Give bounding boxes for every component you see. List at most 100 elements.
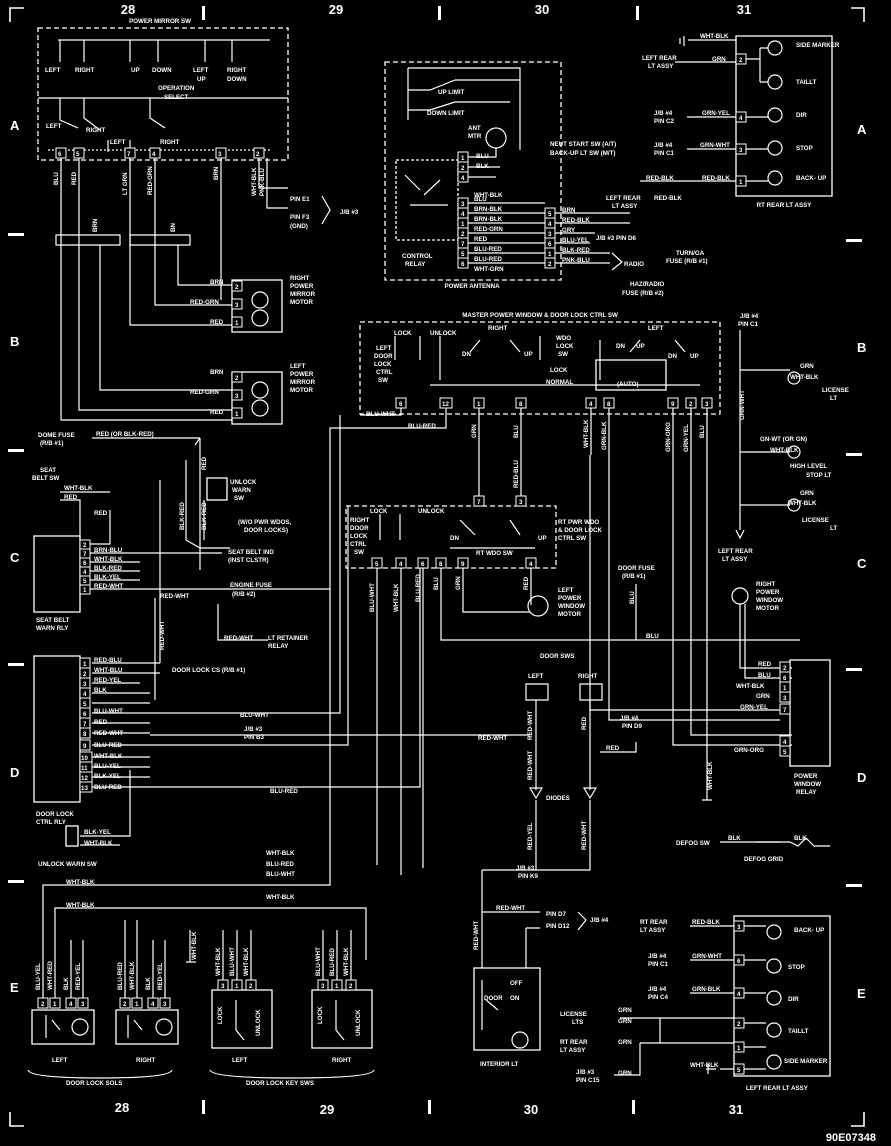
switch-label: DN <box>462 351 471 358</box>
svg-text:3: 3 <box>81 1001 85 1008</box>
component-label: LTS <box>572 1019 583 1026</box>
wire-label: RED-WHT <box>224 635 253 642</box>
wire-label: RED-YEL <box>75 963 82 990</box>
component-label: RELAY <box>796 789 817 796</box>
wire-label: BLU <box>474 196 487 203</box>
wire-label: BLU-RED <box>408 423 436 430</box>
wire-label: WHT-RED <box>47 961 54 990</box>
ref-label: PIN C1 <box>648 961 669 968</box>
component-label: (R/B #1) <box>40 440 63 447</box>
component-label: LEFT <box>528 673 544 680</box>
switch-label: UP <box>538 535 547 542</box>
column-label: 31 <box>737 2 751 17</box>
wire-label: WHT-BLU <box>94 667 123 674</box>
component-label: DOOR LOCKS) <box>244 527 288 534</box>
wire-label: BLK-YEL <box>84 829 111 836</box>
column-label: 28 <box>121 2 135 17</box>
wire-label: RED (OR BLK-RED) <box>96 431 154 438</box>
ref-label: PIN D9 <box>622 723 643 730</box>
component-label: (W/O PWR WDOS, <box>238 519 292 526</box>
wire-label: RED <box>210 319 224 326</box>
power-mirror-switch: 6 5 7 4 3 2 <box>37 27 289 161</box>
wire-label: PNK-BLU <box>562 257 590 264</box>
ref-label: PIN C1 <box>738 321 759 328</box>
wire-label: RED-BLU <box>513 460 520 488</box>
svg-text:7: 7 <box>127 151 131 158</box>
switch-label: LEFT <box>193 67 209 74</box>
wire-label: GRN-YEL <box>740 704 768 711</box>
switch-label: UP <box>636 343 645 350</box>
component-label: OFF <box>510 980 523 987</box>
svg-text:2: 2 <box>249 983 253 990</box>
svg-text:1: 1 <box>53 1001 57 1008</box>
lamp-label: TAILLT <box>796 79 817 86</box>
switch-label: RIGHT <box>488 325 507 332</box>
wire-label: BLU <box>629 591 636 604</box>
component-label: BELT SW <box>32 475 60 482</box>
component-label: (R/B #2) <box>232 591 255 598</box>
wire-label: GRY <box>562 227 576 234</box>
svg-text:4: 4 <box>152 151 156 158</box>
wire-label: GRN-WHT <box>700 142 730 149</box>
svg-text:4: 4 <box>529 561 533 568</box>
wire-label: GRN-ORG <box>734 747 764 754</box>
svg-text:6: 6 <box>83 560 87 567</box>
power-antenna: 1 2 4 3 4 1 2 7 5 6 5 4 3 6 1 2 <box>384 61 562 281</box>
wire-label: RED <box>523 576 530 590</box>
wire-label: BRN <box>562 207 576 214</box>
ref-label: LT ASSY <box>640 927 666 934</box>
wire-label: WHT-BLK <box>393 583 400 612</box>
component-label: DOOR LOCK <box>36 811 74 818</box>
component-label: POWER <box>290 371 314 378</box>
svg-text:6: 6 <box>737 958 741 965</box>
svg-text:3: 3 <box>519 499 523 506</box>
power-mirror-sw-label: POWER MIRROR SW <box>129 18 191 25</box>
ref-label: PIN B3 <box>244 734 265 741</box>
wire-label: GRN-BLK <box>601 421 608 450</box>
wire-label: WHT-BLK <box>251 167 258 196</box>
ref-label: HAZ/RADIO <box>630 281 665 288</box>
switch-label: LEFT <box>46 123 62 130</box>
ref-label: FUSE (R/B #1) <box>666 258 708 265</box>
ref-label: J/B #4 <box>654 142 673 149</box>
wire-label: WHT-BLK <box>94 556 123 563</box>
wire-label: GN-WT (OR GN) <box>760 436 807 443</box>
switch-label: UP <box>690 353 699 360</box>
wire-label: WHT-BLK <box>788 500 817 507</box>
wire-label: RED <box>606 745 620 752</box>
component-label: POWER <box>794 773 818 780</box>
svg-text:5: 5 <box>737 1067 741 1074</box>
ref-label: PIN C15 <box>576 1077 600 1084</box>
wire-label: BLU-RED <box>474 256 502 263</box>
right-mirror-motor: 2 3 1 <box>231 279 283 333</box>
ref-label: RT REAR <box>640 919 668 926</box>
switch-label: NORMAL <box>546 379 573 386</box>
svg-text:1: 1 <box>235 411 239 418</box>
wire-label: BLU-YEL <box>94 763 121 770</box>
wire-label: WHT-BLK <box>64 485 93 492</box>
wire-label: RED <box>474 236 488 243</box>
switch-label: SELECT <box>164 94 189 101</box>
svg-text:3: 3 <box>235 302 239 309</box>
svg-text:2: 2 <box>41 1001 45 1008</box>
wire-label: RED-WHT <box>478 735 507 742</box>
wire-label: BLK <box>94 687 107 694</box>
component-label: WARN <box>232 487 251 494</box>
component-label: MIRROR <box>290 291 316 298</box>
wire-label: BLU <box>433 577 440 590</box>
power-window-relay: 2 6 1 3 7 4 5 <box>779 659 831 767</box>
svg-text:1: 1 <box>83 661 87 668</box>
switch-label: UP <box>131 67 140 74</box>
switch-label: WDO <box>556 335 571 342</box>
wire-label: BLK <box>728 835 741 842</box>
component-label: DOOR LOCK CS (R/B #1) <box>172 667 245 674</box>
component-label: DOOR <box>374 353 393 360</box>
ref-label: PIN E1 <box>290 196 310 203</box>
svg-text:6: 6 <box>548 241 552 248</box>
row-label: B <box>10 334 19 349</box>
wire-label: BLU-WHT <box>229 947 236 976</box>
left-rear-lt-assy: 3 6 4 2 1 5 <box>733 915 831 1077</box>
wire-label: BLU <box>646 633 659 640</box>
wire-label: GRN <box>756 693 770 700</box>
switch-label: RIGHT <box>227 67 246 74</box>
